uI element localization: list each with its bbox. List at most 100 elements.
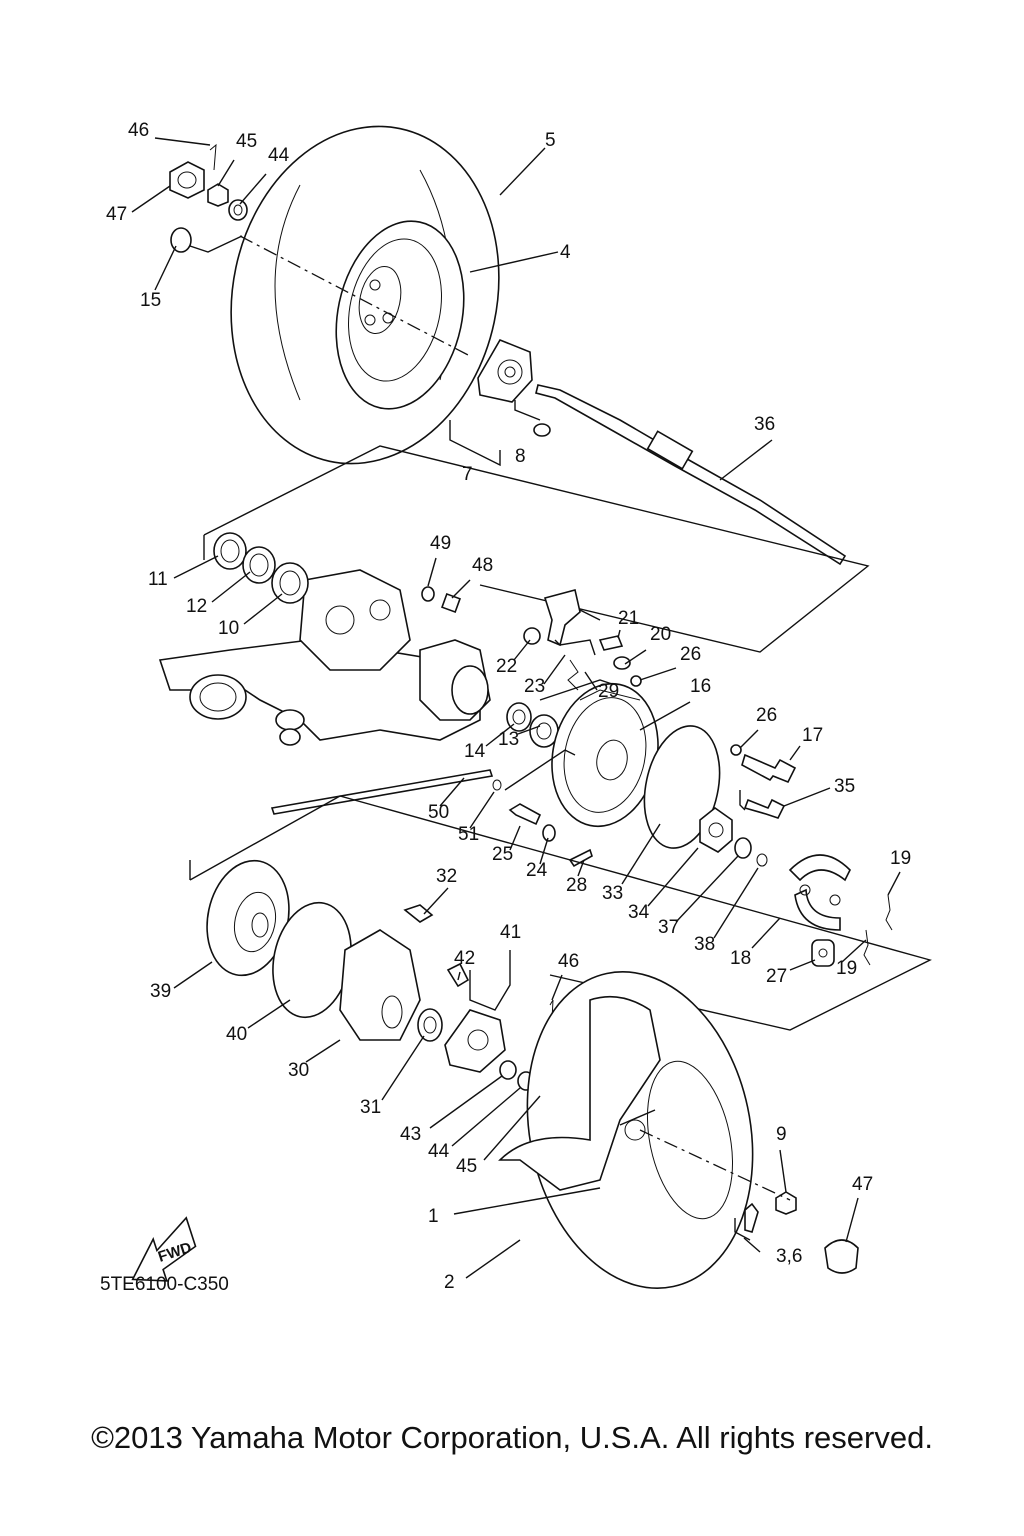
callout-26: 26 (756, 705, 777, 726)
callout-16: 16 (690, 676, 711, 697)
leader-line (639, 701, 691, 731)
callout-19: 19 (890, 848, 911, 869)
leader-line (451, 1087, 521, 1147)
leader-line (517, 725, 541, 735)
leader-line (617, 629, 621, 639)
leader-line (621, 823, 661, 885)
leader-line (713, 867, 759, 939)
callout-50: 50 (428, 802, 449, 823)
upper-fasteners (169, 143, 248, 253)
callout-25: 25 (492, 844, 513, 865)
callout-22: 22 (496, 656, 517, 677)
leader-line (675, 855, 739, 923)
leader-line (513, 639, 531, 661)
callout-14: 14 (464, 741, 486, 762)
callout-33: 33 (602, 883, 623, 904)
callout-26: 26 (680, 644, 701, 665)
leader-line (739, 729, 759, 749)
callout-32: 32 (436, 866, 457, 887)
callout-9: 9 (776, 1124, 787, 1145)
callout-41: 41 (500, 922, 521, 943)
leader-line (539, 837, 549, 865)
leader-line (469, 791, 495, 829)
callout-1: 1 (428, 1206, 439, 1227)
leader-line (439, 777, 465, 807)
leader-line (485, 723, 515, 747)
callout-48: 48 (472, 555, 493, 576)
leader-line (154, 137, 211, 146)
leader-line (751, 917, 781, 949)
callout-40: 40 (226, 1024, 247, 1045)
callout-45: 45 (456, 1156, 477, 1177)
callout-21: 21 (618, 608, 639, 629)
leader-line (887, 871, 901, 896)
callout-2: 2 (444, 1272, 455, 1293)
leader-line (789, 745, 801, 761)
leader-line (469, 251, 559, 273)
leader-line (239, 173, 267, 205)
callout-15: 15 (140, 290, 161, 311)
leader-line (639, 667, 677, 681)
callout-8: 8 (515, 446, 526, 467)
leader-line (457, 971, 461, 981)
leader-line (719, 439, 773, 481)
callout-38: 38 (694, 934, 715, 955)
callout-30: 30 (288, 1060, 309, 1081)
leader-line (465, 1239, 521, 1279)
callout-42: 42 (454, 948, 475, 969)
leader-line (381, 1035, 425, 1101)
leader-line (624, 649, 647, 665)
swing-arm-bearings (213, 532, 461, 613)
leader-line (647, 847, 699, 907)
leader-line (429, 1075, 503, 1129)
callout-46: 46 (558, 951, 579, 972)
leader-line (783, 787, 831, 807)
leader-line (427, 557, 437, 587)
leader-line (499, 147, 546, 196)
callout-4: 4 (560, 242, 571, 263)
leader-line (483, 1095, 541, 1161)
leader-line (211, 571, 251, 603)
callout-34: 34 (628, 902, 650, 923)
callout-18: 18 (730, 948, 751, 969)
leader-line (509, 825, 521, 851)
callout-31: 31 (360, 1097, 381, 1118)
callout-46: 46 (128, 120, 149, 141)
callout-47: 47 (106, 204, 127, 225)
leader-line (154, 245, 177, 291)
callout-39: 39 (150, 981, 171, 1002)
leader-line (243, 593, 283, 625)
callout-12: 12 (186, 596, 207, 617)
callout-20: 20 (650, 624, 671, 645)
leader-line (247, 999, 291, 1029)
leader-line (453, 1187, 601, 1215)
leader-line (577, 859, 585, 877)
leader-line (789, 959, 816, 971)
callout-3-6: 3,6 (776, 1246, 802, 1267)
callout-19: 19 (836, 958, 857, 979)
leader-line (543, 654, 566, 685)
leader-line (131, 185, 171, 213)
callout-10: 10 (218, 618, 239, 639)
leader-line (451, 579, 471, 599)
callout-36: 36 (754, 414, 775, 435)
callout-24: 24 (526, 860, 548, 881)
brake-cam-parts (523, 589, 642, 701)
brake-drum (206, 859, 443, 1042)
callout-11: 11 (148, 569, 168, 590)
callout-13: 13 (498, 729, 519, 750)
leader-line (217, 159, 235, 187)
callout-5: 5 (545, 130, 556, 151)
callout-49: 49 (430, 533, 451, 554)
leader-line (173, 961, 213, 989)
callout-27: 27 (766, 966, 787, 987)
callout-45: 45 (236, 131, 257, 152)
callout-47: 47 (852, 1174, 873, 1195)
leader-line (423, 887, 449, 915)
callout-44: 44 (268, 145, 290, 166)
upper-hub (477, 339, 551, 437)
swing-arm (158, 569, 491, 746)
upper-tire (230, 125, 500, 465)
callout-43: 43 (400, 1124, 421, 1145)
